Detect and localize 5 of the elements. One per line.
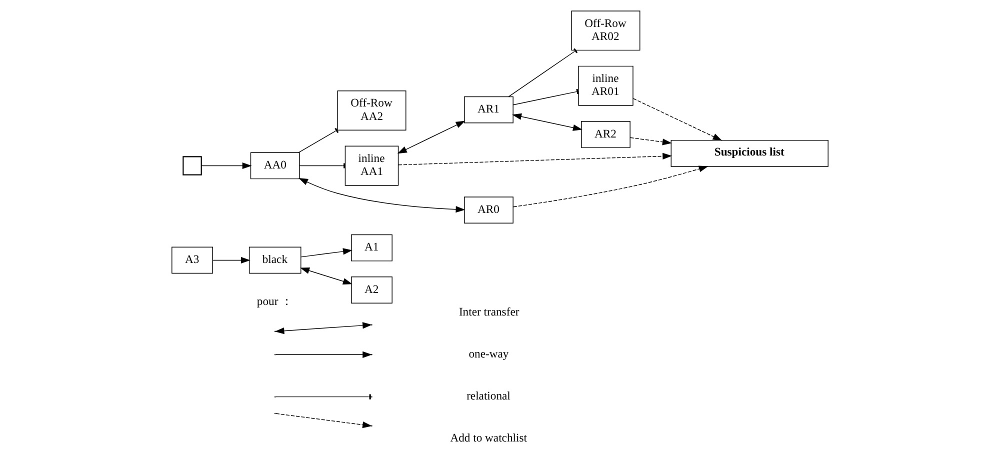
legend-label: Inter transfer [458, 305, 519, 318]
legend-label: Add to watchlist [450, 432, 526, 445]
legend-label: relational [466, 390, 510, 403]
label: pour ： [256, 295, 293, 308]
legend-label: one-way [468, 347, 508, 360]
